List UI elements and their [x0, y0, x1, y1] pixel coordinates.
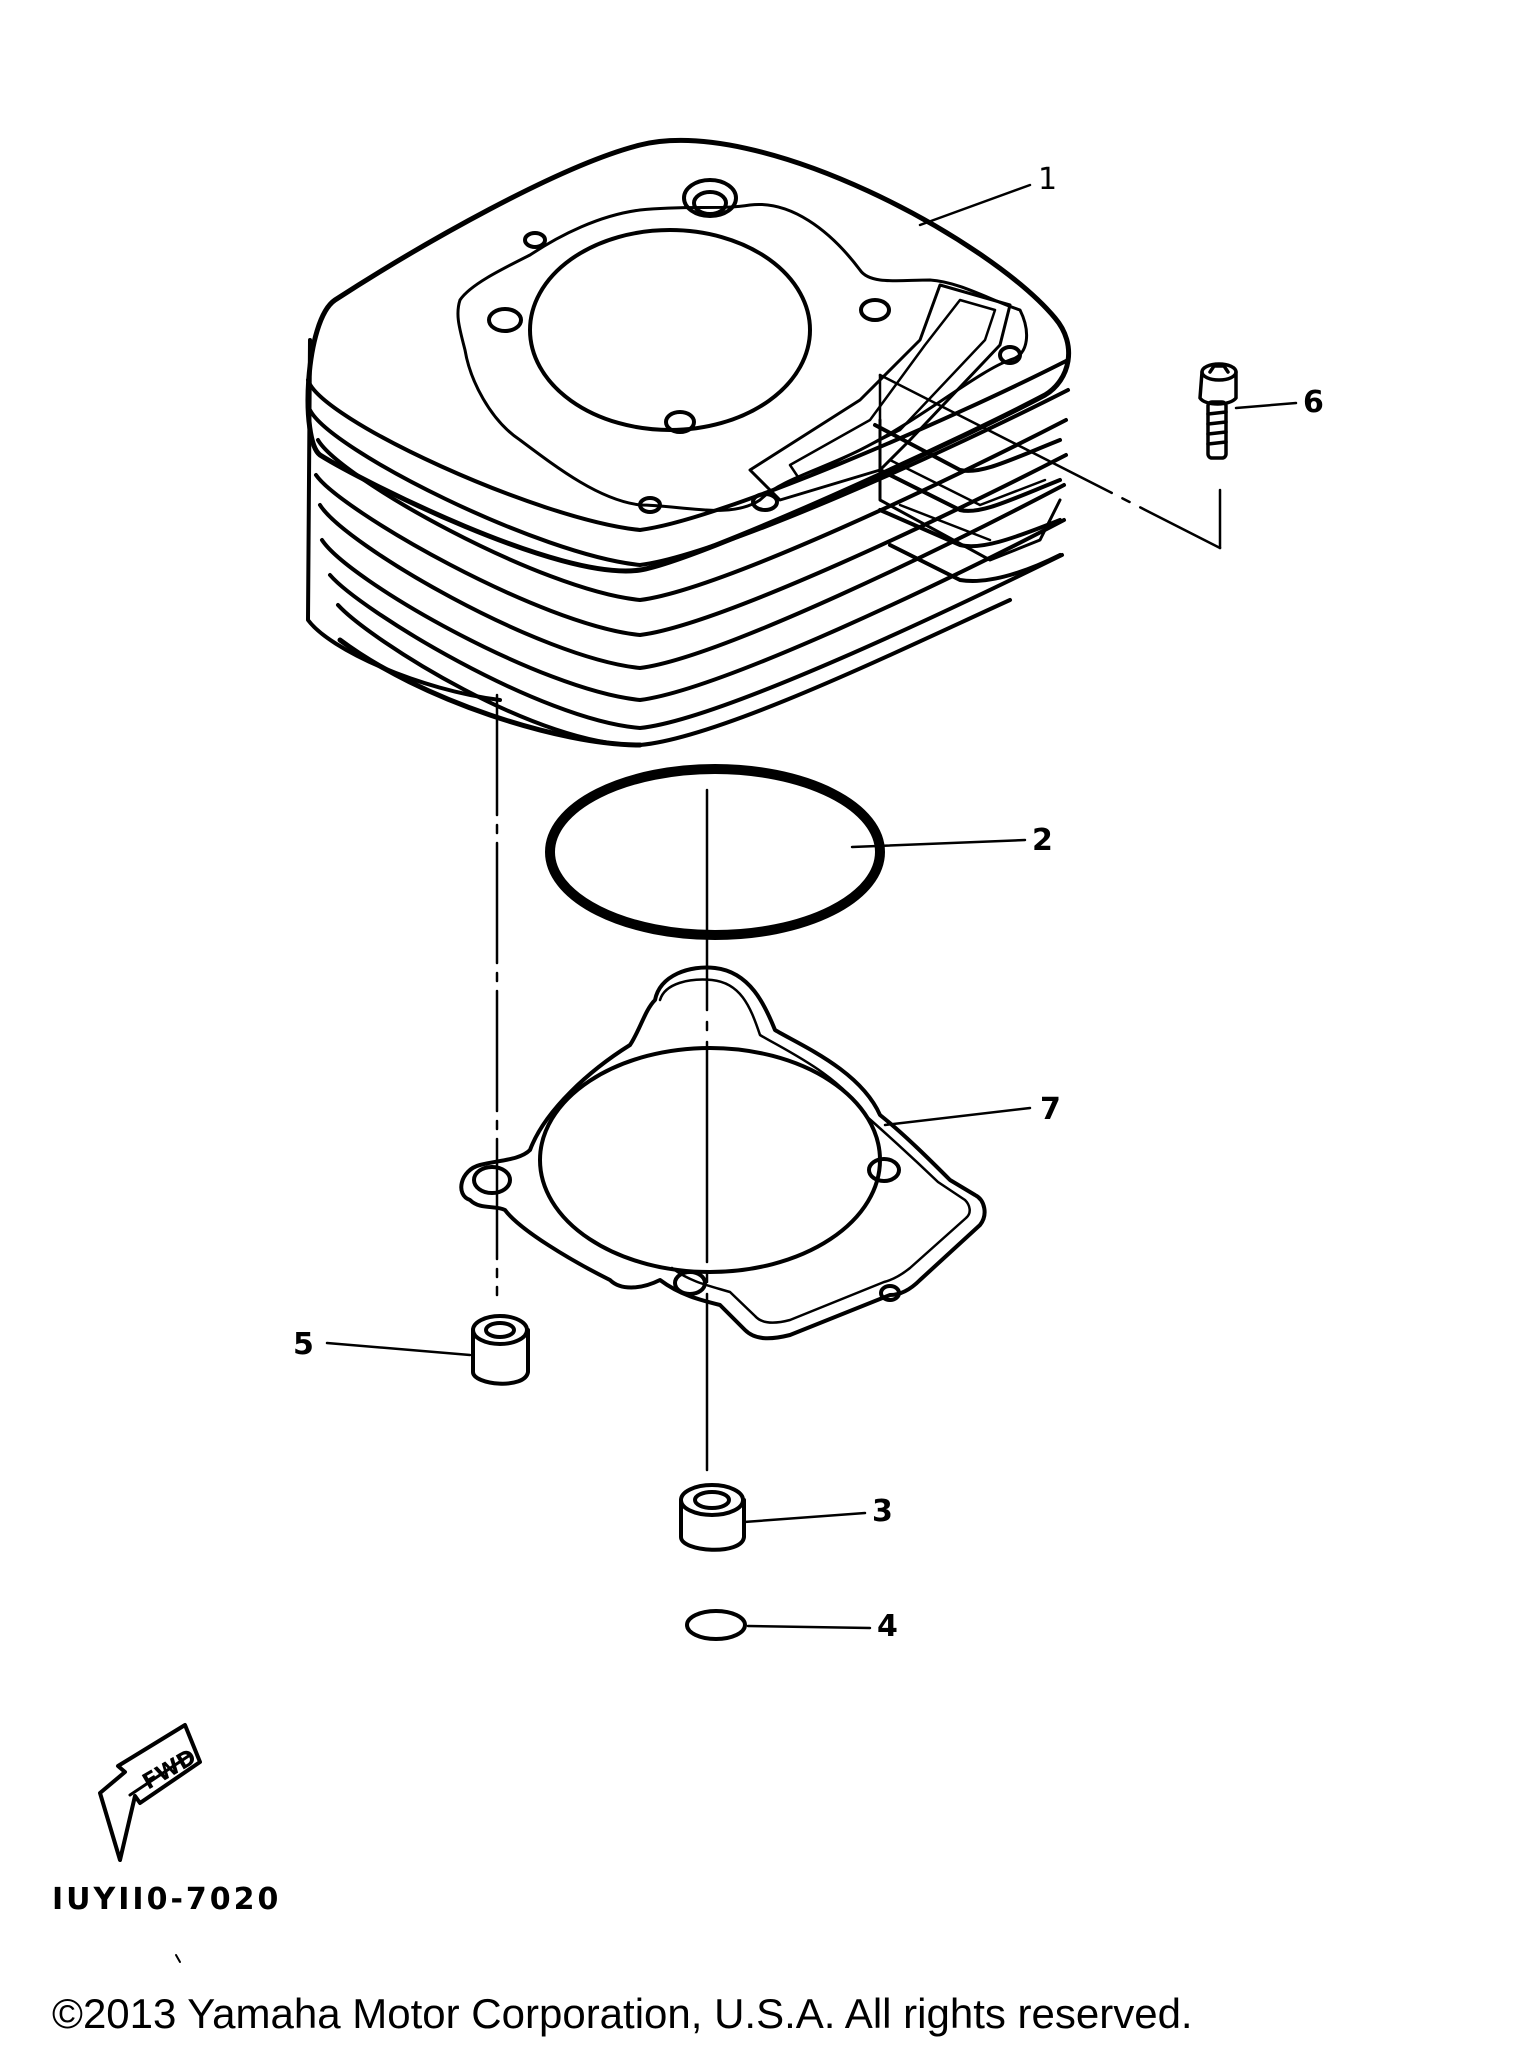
leader-lines [325, 183, 1298, 1630]
stray-mark [175, 1954, 181, 1963]
callout-6: 6 [1303, 385, 1324, 420]
callout-1: 1 [1038, 162, 1058, 197]
o-ring-large-part [545, 764, 885, 940]
diagram-code: IUYII0-7020 [52, 1882, 282, 1917]
callout-3: 3 [872, 1494, 893, 1529]
cylinder-part [305, 138, 1071, 748]
dowel-pin-lower-part [679, 1483, 746, 1552]
copyright-notice: ©2013 Yamaha Motor Corporation, U.S.A. A… [52, 1990, 1193, 2037]
callout-2: 2 [1032, 823, 1053, 858]
bolt-part [1198, 362, 1238, 460]
forward-arrow-icon: FWD [98, 1723, 202, 1862]
dowel-pin-left-part [471, 1314, 530, 1386]
o-ring-small-part [685, 1609, 747, 1641]
callout-7: 7 [1040, 1092, 1061, 1127]
callout-4: 4 [877, 1609, 898, 1644]
assembly-guide-lines [495, 373, 1222, 1472]
callout-5: 5 [293, 1327, 314, 1362]
forward-arrow-label: FWD [139, 1745, 201, 1795]
gasket-part [459, 965, 987, 1341]
